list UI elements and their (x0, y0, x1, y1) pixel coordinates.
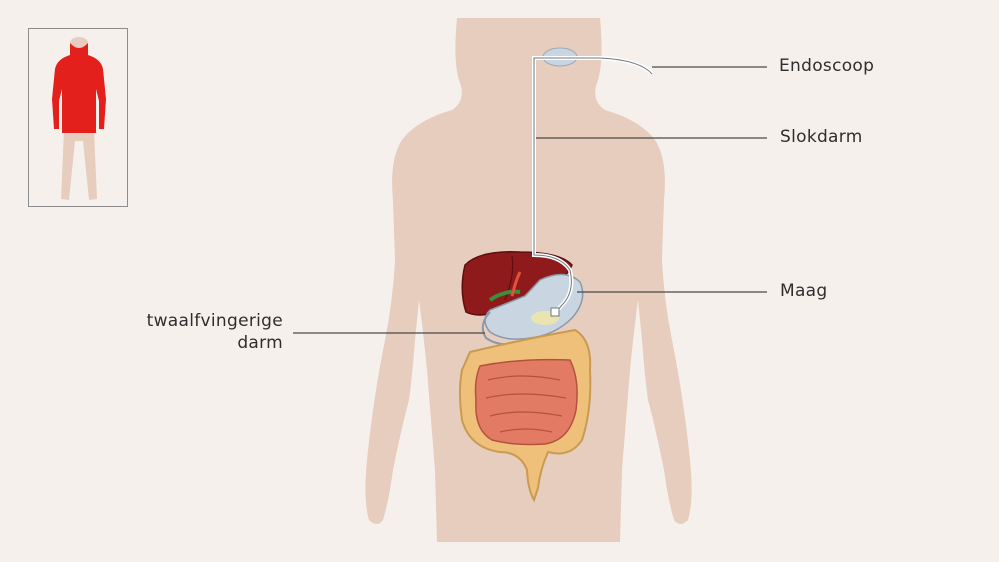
label-duodenum-line1: twaalfvingerige (146, 311, 283, 331)
endoscope-tip (550, 307, 560, 317)
label-duodenum-line2: darm (237, 333, 283, 353)
label-duodenum: twaalfvingerige darm (140, 310, 283, 354)
label-slokdarm: Slokdarm (780, 127, 863, 147)
small-intestine (474, 358, 578, 446)
label-endoscoop: Endoscoop (779, 56, 875, 76)
body-location-icon (52, 37, 106, 200)
label-maag: Maag (780, 281, 828, 301)
body-location-thumbnail (28, 28, 128, 207)
bile-duct (488, 289, 521, 302)
